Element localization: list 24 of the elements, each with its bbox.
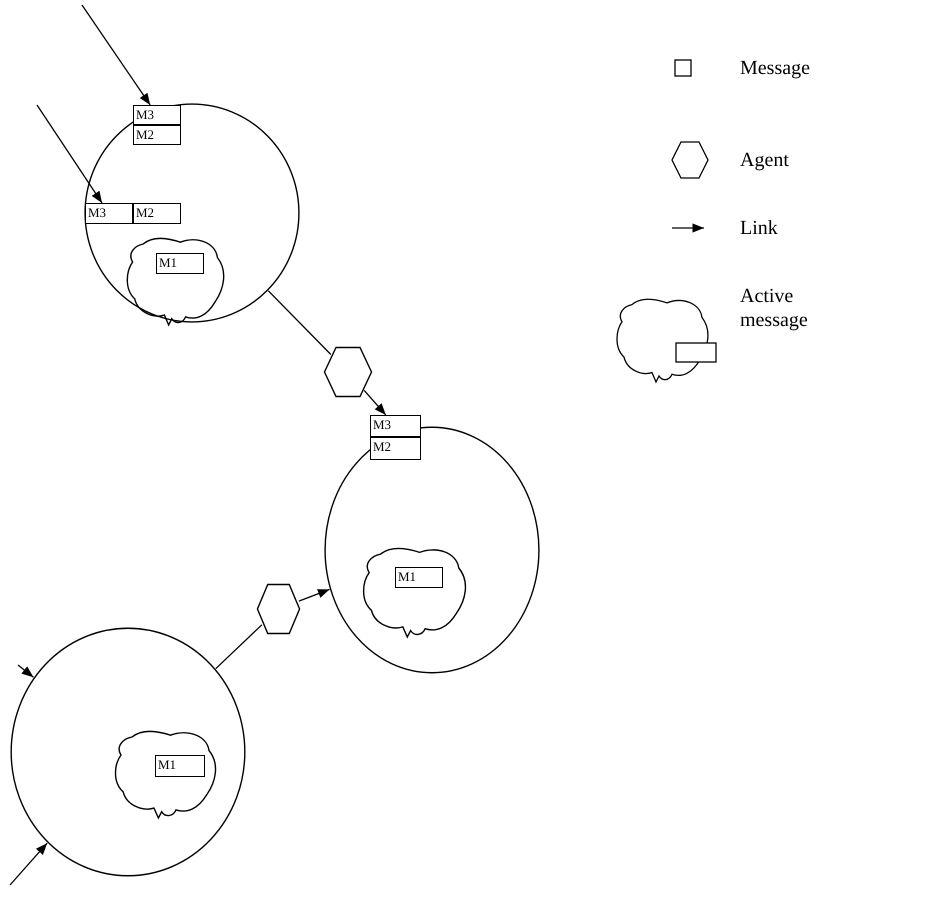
arrow (36, 104, 103, 204)
message-box: M2 (133, 125, 181, 145)
message-box: M1 (156, 253, 204, 274)
arrow (81, 4, 151, 106)
message-box: M2 (133, 203, 181, 224)
legend-label: Active message (740, 284, 809, 332)
link-line (215, 624, 262, 669)
arrow (10, 842, 48, 886)
message-box: M3 (85, 203, 133, 224)
legend-label: Agent (740, 148, 790, 172)
message-box: M2 (370, 437, 421, 460)
arrow (18, 664, 34, 678)
arrow (298, 588, 330, 602)
message-box: M3 (133, 105, 181, 125)
node-circle (10, 627, 246, 877)
agent-hexagon (324, 347, 372, 397)
agent-hexagon (257, 584, 300, 634)
arrow (364, 390, 386, 416)
legend-label: Message (740, 56, 811, 80)
message-box: M1 (155, 755, 205, 777)
link-line (268, 290, 332, 355)
legend-label: Link (740, 216, 779, 240)
message-box: M1 (395, 567, 443, 588)
message-box: M3 (370, 415, 421, 437)
